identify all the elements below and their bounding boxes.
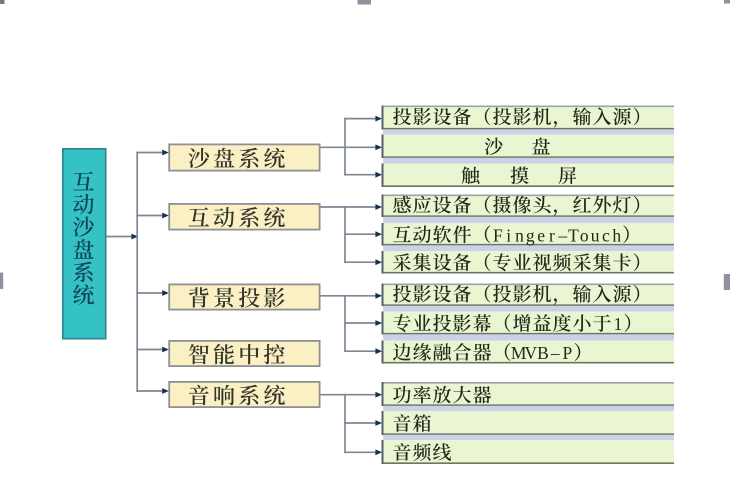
- svg-text:e: e: [537, 226, 545, 246]
- svg-text:P: P: [563, 343, 573, 363]
- svg-text:M: M: [511, 343, 527, 363]
- svg-text:n: n: [515, 226, 524, 246]
- svg-text:o: o: [580, 226, 589, 246]
- svg-text:F: F: [493, 226, 503, 246]
- svg-text:B: B: [537, 343, 549, 363]
- svg-text:–: –: [550, 343, 560, 363]
- svg-text:–: –: [557, 226, 567, 246]
- svg-text:c: c: [602, 226, 610, 246]
- svg-text:r: r: [549, 226, 555, 246]
- svg-text:h: h: [612, 226, 621, 246]
- svg-text:1: 1: [614, 314, 623, 334]
- svg-text:T: T: [568, 226, 579, 246]
- svg-text:i: i: [506, 226, 511, 246]
- svg-text:V: V: [524, 343, 537, 363]
- svg-text:u: u: [591, 226, 600, 246]
- svg-text:g: g: [526, 226, 535, 246]
